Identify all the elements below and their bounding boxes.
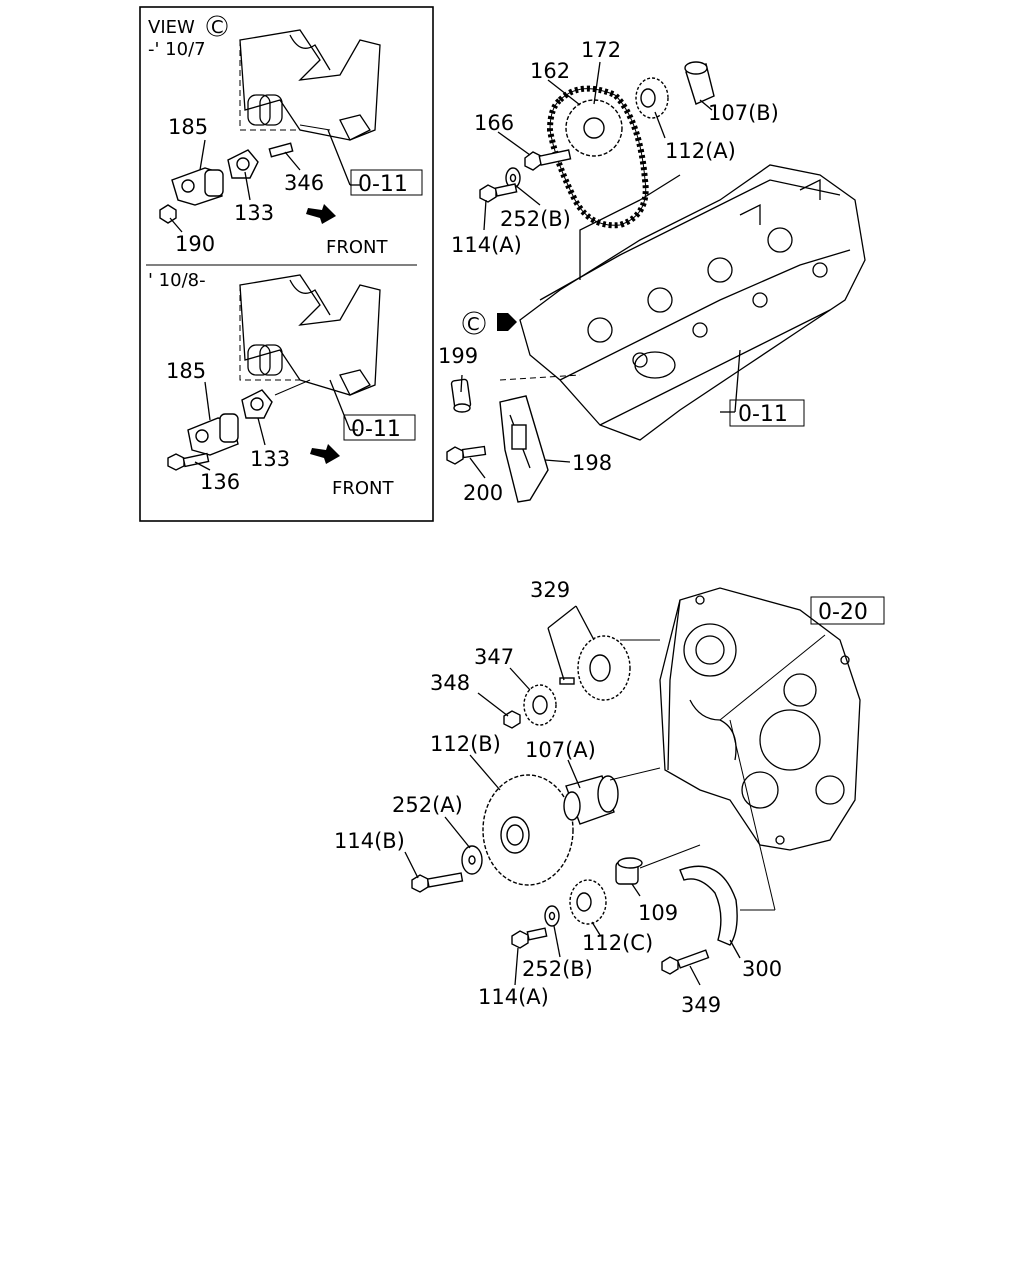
ref-lower: 0-11 bbox=[351, 417, 401, 442]
part-252b-top: 252(B) bbox=[500, 207, 571, 231]
pin-199 bbox=[450, 378, 472, 413]
part-300: 300 bbox=[742, 957, 782, 981]
part-112c: 112(C) bbox=[582, 931, 653, 955]
nut-upper bbox=[159, 204, 177, 224]
part-114a-top: 114(A) bbox=[451, 233, 522, 257]
part-112b: 112(B) bbox=[430, 732, 501, 756]
bush-109 bbox=[615, 857, 643, 885]
cylinder-head-section: C 172 162 107(B) 166 112(A) 252(B) 114(A… bbox=[438, 38, 866, 505]
gear-ref-box bbox=[810, 596, 885, 625]
cylinder-head-sketch bbox=[519, 164, 866, 441]
bush-107b bbox=[684, 61, 715, 105]
part-329: 329 bbox=[530, 578, 570, 602]
bolt-114b bbox=[411, 872, 464, 893]
view-marker-circle bbox=[206, 15, 228, 37]
ref-upper: 0-11 bbox=[358, 172, 408, 197]
ref-box-upper bbox=[350, 169, 423, 196]
bolt-114a-top bbox=[479, 183, 518, 203]
bolt-200 bbox=[446, 445, 487, 465]
part-133-lower: 133 bbox=[250, 447, 290, 471]
timing-case-sketch bbox=[659, 587, 861, 851]
front-arrow-lower bbox=[310, 444, 340, 464]
washer-252b-bottom bbox=[544, 905, 560, 927]
gear-section: 329 347 348 112(B) 107(A) 252(A) 114(B) … bbox=[334, 578, 885, 1017]
timing-chain bbox=[546, 85, 649, 229]
gear-112c bbox=[569, 879, 607, 925]
tensioner-lower bbox=[187, 413, 239, 456]
bolt-114a-bottom bbox=[511, 927, 548, 949]
front-label-lower: FRONT bbox=[332, 478, 394, 499]
lower-block-sketch bbox=[239, 274, 381, 396]
bolt-lower bbox=[167, 452, 210, 471]
head-view-marker: C bbox=[467, 314, 480, 335]
part-185-lower: 185 bbox=[166, 359, 206, 383]
part-162: 162 bbox=[530, 59, 570, 83]
stud-upper bbox=[268, 142, 294, 158]
part-200: 200 bbox=[463, 481, 503, 505]
part-114b: 114(B) bbox=[334, 829, 405, 853]
pin-329 bbox=[559, 677, 575, 685]
gear-329 bbox=[577, 635, 631, 701]
view-label: VIEW bbox=[148, 17, 195, 38]
part-252a: 252(A) bbox=[392, 793, 463, 817]
upper-range-label: -' 10/7 bbox=[148, 39, 206, 60]
view-marker: C bbox=[211, 17, 224, 38]
part-114a-bottom: 114(A) bbox=[478, 985, 549, 1009]
nut-348 bbox=[503, 710, 521, 729]
part-112a: 112(A) bbox=[665, 139, 736, 163]
guide-198 bbox=[499, 395, 549, 503]
part-185-upper: 185 bbox=[168, 115, 208, 139]
gasket-upper bbox=[227, 149, 259, 179]
gear-112a bbox=[635, 77, 669, 119]
gasket-lower bbox=[241, 389, 273, 419]
head-ref-box bbox=[729, 399, 805, 427]
lower-range-label: ' 10/8- bbox=[148, 270, 206, 291]
part-347: 347 bbox=[474, 645, 514, 669]
view-c-arrow bbox=[497, 313, 517, 331]
part-172: 172 bbox=[581, 38, 621, 62]
part-190: 190 bbox=[175, 232, 215, 256]
inset-panel: VIEW C -' 10/7 bbox=[139, 6, 434, 522]
inset-border bbox=[139, 6, 434, 522]
part-107b: 107(B) bbox=[708, 101, 779, 125]
bush-107a bbox=[563, 775, 619, 825]
gear-ref: 0-20 bbox=[818, 600, 868, 625]
part-107a: 107(A) bbox=[525, 738, 596, 762]
part-109: 109 bbox=[638, 901, 678, 925]
part-166: 166 bbox=[474, 111, 514, 135]
sprocket-162 bbox=[565, 99, 623, 157]
bolt-349 bbox=[661, 949, 710, 975]
front-arrow-upper bbox=[306, 204, 336, 224]
part-348: 348 bbox=[430, 671, 470, 695]
guide-300 bbox=[679, 865, 738, 946]
washer-252a bbox=[461, 845, 483, 875]
gear-112b bbox=[482, 774, 574, 886]
ref-box-lower bbox=[343, 414, 416, 441]
part-198: 198 bbox=[572, 451, 612, 475]
gear-347 bbox=[523, 684, 557, 726]
part-199: 199 bbox=[438, 344, 478, 368]
head-view-marker-circle bbox=[462, 311, 486, 335]
upper-block-sketch bbox=[239, 29, 381, 141]
washer-252b-top bbox=[505, 167, 521, 189]
head-ref: 0-11 bbox=[738, 402, 788, 427]
bolt-166 bbox=[524, 149, 572, 171]
part-349: 349 bbox=[681, 993, 721, 1017]
front-label-upper: FRONT bbox=[326, 237, 388, 258]
tensioner-upper bbox=[171, 167, 224, 206]
part-133-upper: 133 bbox=[234, 201, 274, 225]
part-346: 346 bbox=[284, 171, 324, 195]
part-136: 136 bbox=[200, 470, 240, 494]
part-252b-bottom: 252(B) bbox=[522, 957, 593, 981]
